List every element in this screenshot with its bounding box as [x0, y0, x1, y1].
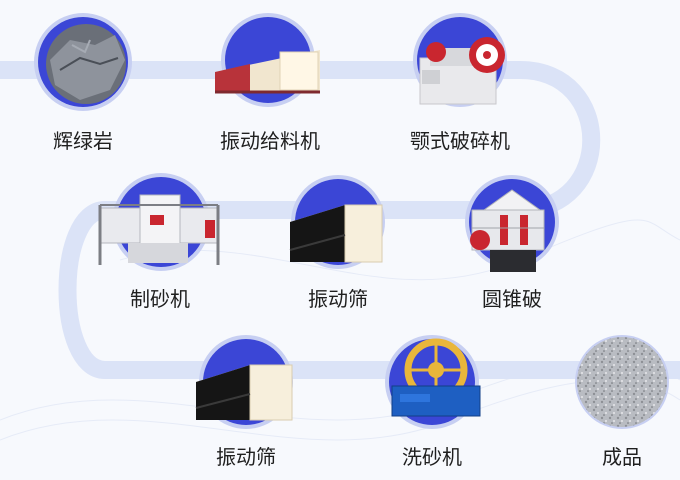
- gravel-product-icon: [577, 337, 667, 427]
- label-cone-crusher: 圆锥破: [482, 287, 542, 311]
- node-vibrating-screen-2: [195, 335, 293, 429]
- label-vibrating-screen-2: 振动筛: [216, 445, 276, 469]
- node-vibrating-screen-1: [289, 175, 385, 269]
- node-diabase-stone: [34, 13, 132, 111]
- vibrating-screen-icon: [195, 364, 293, 421]
- label-jaw-crusher: 颚式破碎机: [410, 129, 510, 153]
- cone-crusher-icon: [470, 189, 545, 272]
- sand-washer-icon: [391, 338, 481, 417]
- label-vibrating-screen-1: 振动筛: [308, 287, 368, 311]
- vibrating-screen-icon: [289, 204, 383, 263]
- label-sand-making-machine: 制砂机: [130, 287, 190, 311]
- vibrating-feeder-icon: [215, 50, 320, 94]
- node-vibrating-feeder: [215, 13, 320, 107]
- node-cone-crusher: [465, 175, 559, 272]
- rock-pile-icon: [46, 24, 126, 104]
- label-finished-product: 成品: [602, 445, 642, 469]
- node-sand-making-machine: [98, 173, 220, 271]
- jaw-crusher-icon: [419, 37, 505, 105]
- label-diabase: 辉绿岩: [53, 129, 113, 153]
- sand-making-machine-icon: [98, 194, 220, 265]
- node-finished-product: [575, 335, 669, 429]
- label-sand-washer: 洗砂机: [402, 445, 462, 469]
- node-sand-washer: [385, 335, 481, 429]
- label-vibrating-feeder: 振动给料机: [220, 129, 320, 153]
- node-jaw-crusher: [413, 13, 507, 107]
